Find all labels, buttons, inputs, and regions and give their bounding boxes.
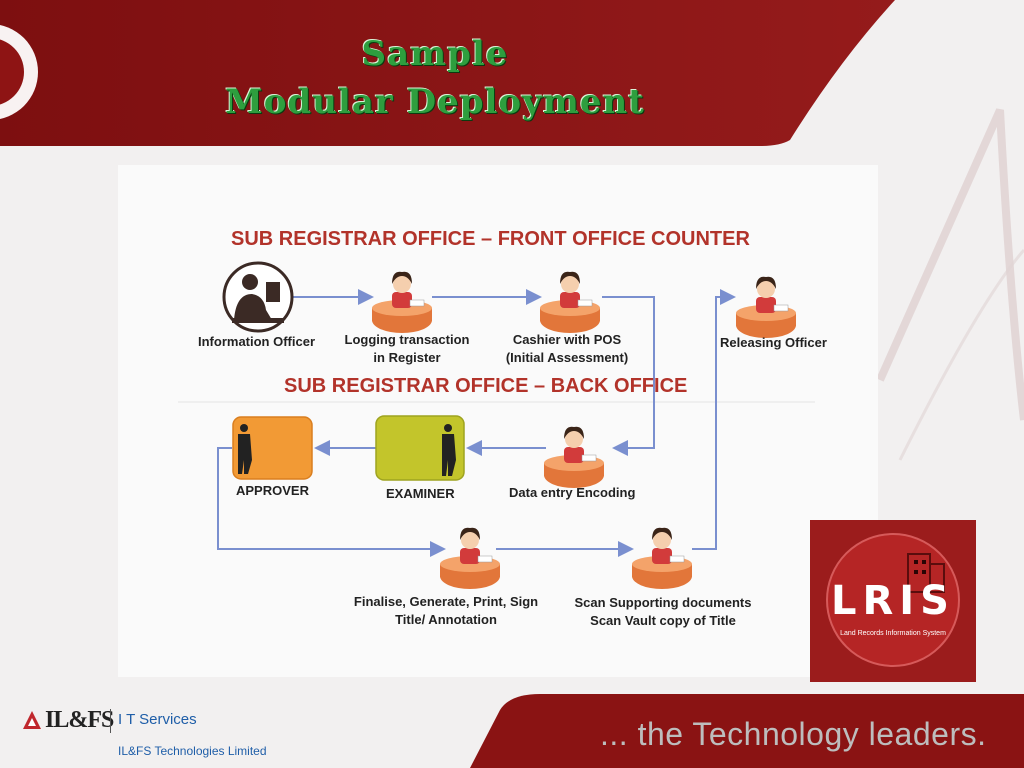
slide-title-line1: Sample — [361, 34, 509, 74]
cashier-label: Cashier with POS (Initial Assessment) — [500, 331, 634, 367]
lris-logo-text: LRIS — [831, 578, 955, 624]
information-officer-icon — [222, 261, 294, 333]
scan-label-line1: Scan Supporting documents — [574, 595, 752, 610]
slide-title-line2: Modular Deployment — [225, 82, 645, 122]
examiner-icon — [375, 415, 465, 481]
finalise-clerk-icon — [439, 527, 501, 590]
footer-tagline: ... the Technology leaders. — [600, 716, 987, 752]
scan-label: Scan Supporting documents Scan Vault cop… — [566, 594, 760, 630]
releasing-officer-label: Releasing Officer — [720, 335, 827, 350]
scan-clerk-icon — [631, 527, 693, 590]
back-office-heading: SUB REGISTRAR OFFICE – BACK OFFICE — [284, 375, 688, 397]
footer-band — [470, 694, 1024, 768]
finalise-label-line1: Finalise, Generate, Print, Sign — [353, 594, 539, 609]
approver-icon — [232, 416, 313, 480]
finalise-label: Finalise, Generate, Print, Sign Title/ A… — [346, 593, 546, 629]
data-entry-clerk-icon — [543, 426, 605, 489]
data-entry-label: Data entry Encoding — [509, 485, 636, 500]
finalise-label-line2: Title/ Annotation — [395, 612, 497, 627]
arrow-cashier-to-dataentry — [602, 296, 655, 456]
arrow-scan-to-releasing — [692, 289, 736, 550]
ilfs-logo-icon — [23, 711, 41, 729]
arrow-approver-to-finalise — [217, 447, 446, 557]
footer-division: I T Services — [118, 711, 197, 728]
information-officer-label: Information Officer — [198, 334, 316, 349]
footer-company-name: IL&FS Technologies Limited — [118, 744, 267, 758]
cashier-label-line2: (Initial Assessment) — [505, 350, 629, 365]
footer-separator — [110, 709, 111, 733]
logging-label-line1: Logging transaction — [344, 332, 470, 347]
scan-label-line2: Scan Vault copy of Title — [590, 613, 736, 628]
examiner-label: EXAMINER — [386, 486, 455, 501]
logging-clerk-icon — [371, 271, 433, 334]
header-band — [0, 0, 895, 146]
cashier-clerk-icon — [539, 271, 601, 334]
lris-logo-emblem — [826, 533, 960, 667]
logging-label-line2: in Register — [373, 350, 441, 365]
lris-logo: LRIS Land Records Information System — [810, 520, 976, 682]
releasing-officer-icon — [735, 276, 797, 339]
lris-logo-subtitle: Land Records Information System — [840, 630, 946, 637]
front-office-heading: SUB REGISTRAR OFFICE – FRONT OFFICE COUN… — [231, 228, 750, 250]
cashier-label-line1: Cashier with POS — [512, 332, 622, 347]
approver-label: APPROVER — [236, 483, 309, 498]
ilfs-logo-text: IL&FS — [45, 707, 114, 733]
logging-transaction-label: Logging transaction in Register — [340, 331, 474, 367]
